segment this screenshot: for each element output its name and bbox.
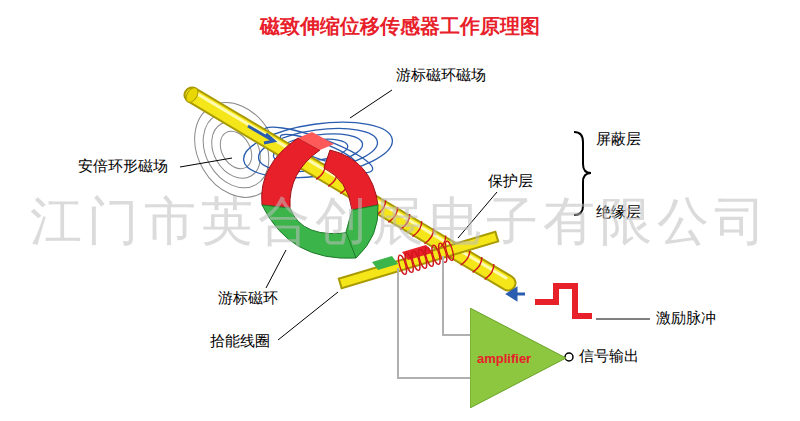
layer-label: 屏蔽层 bbox=[596, 130, 641, 148]
pulse-arrow bbox=[508, 289, 525, 299]
watermark: 江门市英合创展电子有限公司 bbox=[30, 190, 771, 252]
diagram-title: 磁致伸缩位移传感器工作原理图 bbox=[0, 14, 800, 38]
waveguide-rod bbox=[192, 95, 508, 283]
signal-wire bbox=[443, 256, 470, 335]
amplifier-label: amplifier bbox=[477, 351, 531, 366]
field-label: 安倍环形磁场 bbox=[78, 157, 168, 175]
part-label: 游标磁环 bbox=[218, 289, 278, 307]
pickup-green-block bbox=[372, 256, 398, 270]
field-label: 游标磁环磁场 bbox=[396, 66, 486, 84]
rod-end bbox=[184, 86, 201, 105]
part-label: 拾能线圈 bbox=[210, 332, 270, 350]
signal-label: 信号输出 bbox=[579, 347, 639, 365]
amplifier-triangle: amplifier bbox=[470, 308, 566, 408]
waveguide-rod-outline bbox=[192, 95, 508, 283]
signal-wire bbox=[398, 268, 470, 378]
output-terminal bbox=[565, 353, 573, 361]
current-arrow bbox=[248, 126, 274, 143]
signal-label: 激励脉冲 bbox=[656, 309, 716, 327]
layer-label: 保护层 bbox=[488, 172, 533, 190]
excitation-pulse bbox=[535, 286, 592, 316]
